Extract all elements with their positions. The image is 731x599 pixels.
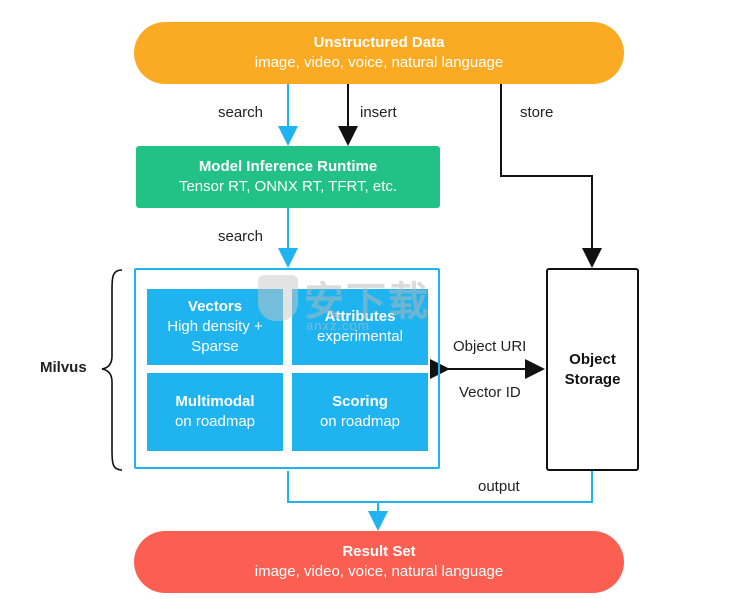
object-storage-line-2: Storage <box>564 370 621 388</box>
attributes-title: Attributes <box>324 308 396 325</box>
attributes-line-1: experimental <box>317 328 403 345</box>
model-inference-runtime-node: Model Inference Runtime Tensor RT, ONNX … <box>136 146 440 208</box>
unstructured-data-subtitle: image, video, voice, natural language <box>254 54 504 71</box>
scoring-line-1: on roadmap <box>319 413 401 430</box>
insert-label: insert <box>360 104 397 121</box>
scoring-cell: Scoring on roadmap <box>292 373 428 451</box>
search-label-2: search <box>218 228 264 245</box>
store-label: store <box>520 104 554 121</box>
vector-id-label: Vector ID <box>459 384 521 401</box>
runtime-title: Model Inference Runtime <box>198 158 378 175</box>
result-set-node: Result Set image, video, voice, natural … <box>134 531 624 593</box>
scoring-title: Scoring <box>332 393 388 410</box>
unstructured-data-node: Unstructured Data image, video, voice, n… <box>134 22 624 84</box>
vectors-title: Vectors <box>187 298 243 315</box>
storage-output-line <box>378 471 593 503</box>
multimodal-cell: Multimodal on roadmap <box>147 373 283 451</box>
search-label-1: search <box>218 104 264 121</box>
watermark-sub: anxz.com <box>306 318 370 333</box>
multimodal-line-1: on roadmap <box>174 413 256 430</box>
output-label: output <box>478 478 520 495</box>
milvus-container <box>134 268 440 469</box>
multimodal-title: Multimodal <box>175 393 255 410</box>
watermark-text: 安下载 <box>304 280 430 324</box>
object-storage-node: Object Storage <box>546 268 639 471</box>
result-set-subtitle: image, video, voice, natural language <box>254 563 504 580</box>
vectors-line-1: High density + <box>167 318 263 335</box>
object-storage-line-1: Object <box>569 350 616 368</box>
runtime-subtitle: Tensor RT, ONNX RT, TFRT, etc. <box>178 178 398 195</box>
attributes-cell: Attributes experimental <box>292 289 428 365</box>
watermark-logo: 安下载 <box>258 262 468 334</box>
milvus-brace <box>101 269 123 471</box>
vectors-line-2: Sparse <box>191 338 239 355</box>
milvus-label: Milvus <box>40 359 87 376</box>
milvus-output-line <box>287 471 378 503</box>
object-uri-label: Object URI <box>453 338 527 355</box>
unstructured-data-title: Unstructured Data <box>313 34 445 51</box>
watermark-shield-icon <box>258 275 298 321</box>
store-arrow <box>500 84 602 268</box>
result-set-title: Result Set <box>342 543 416 560</box>
